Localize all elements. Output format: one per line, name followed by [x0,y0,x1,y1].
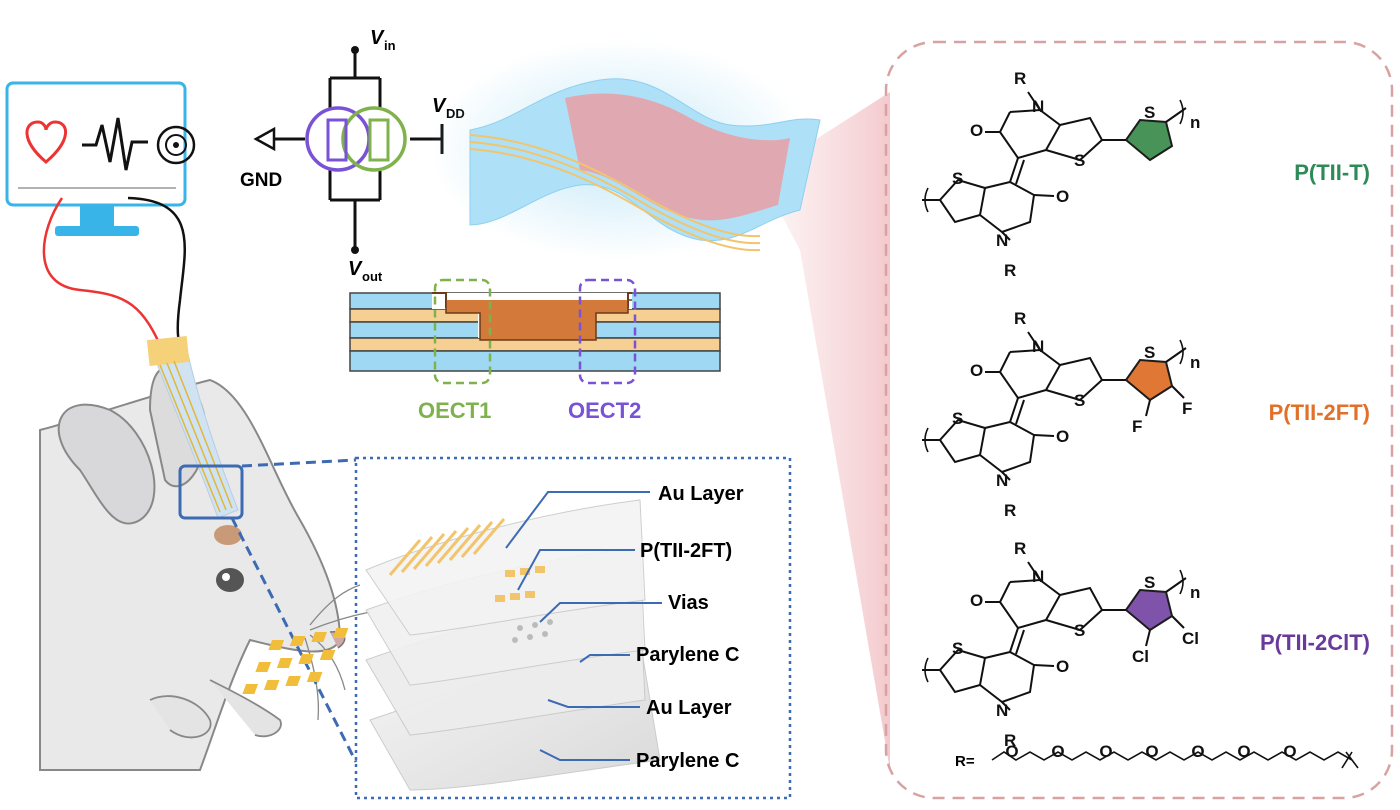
substituent-1: F [1182,399,1192,418]
polymer-name-1: P(TII-T) [1294,160,1370,185]
leader-lines [505,491,662,761]
atom-s-ring: S [1144,343,1155,362]
layer-label-1: Au Layer [658,483,744,505]
layer-label-2: P(TII-2FT) [640,540,732,562]
exploded-view-frame [354,456,792,800]
atom-n-top: N [1032,567,1044,586]
atom-o-bottom: O [1056,187,1069,206]
zoom-box [178,464,244,520]
r-oxygen-7: O [1283,742,1296,761]
vout-label: V [348,258,363,280]
atom-n-bottom: N [996,231,1008,250]
substituent-2: Cl [1132,647,1149,666]
oect1-box [433,278,492,385]
polymer-name-2: P(TII-2FT) [1269,400,1370,425]
atom-n-bottom: N [996,701,1008,720]
ground-arrow [253,126,276,152]
substituent-1: Cl [1182,629,1199,648]
black-cable [127,196,187,346]
r-oxygen-5: O [1191,742,1204,761]
polymer-name-3: P(TII-2ClT) [1260,630,1370,655]
r-group-label: R= [955,753,975,770]
atom-s-bottom: S [952,409,963,428]
atom-o-top: O [970,121,983,140]
atom-n-top: N [1032,97,1044,116]
vin-sub: in [384,38,396,53]
atom-r-top: R [1014,69,1026,88]
r-oxygen-3: O [1099,742,1112,761]
atom-s-ring: S [1144,573,1155,592]
gnd-label: GND [240,170,282,191]
atom-s-top: S [1074,391,1085,410]
atom-s-top: S [1074,621,1085,640]
atom-o-bottom: O [1056,657,1069,676]
layer-label-6: Parylene C [636,750,739,772]
cross-section [349,278,721,385]
atom-r-top: R [1014,539,1026,558]
r-group-chain [991,751,1359,769]
atom-r-top: R [1014,309,1026,328]
r-oxygen-4: O [1145,742,1158,761]
oect2-label: OECT2 [568,398,641,423]
polymer-structures: RNOSSnSONRP(TII-T)RNOSSnSONRFFP(TII-2FT)… [922,69,1370,750]
atom-o-bottom: O [1056,427,1069,446]
oect1-label: OECT1 [418,398,491,423]
oect2-box [578,278,637,385]
circuit-diagram [268,52,444,248]
atom-r-bottom: R [1004,501,1016,520]
target-icon [156,125,196,165]
ecg-waveform [82,117,148,171]
substituent-2: F [1132,417,1142,436]
monitor [5,81,196,236]
vout-sub: out [362,269,383,284]
atom-n-bottom: N [996,471,1008,490]
vin-label: V [370,27,385,49]
heart-icon [25,120,68,164]
polymer-panel [884,40,1394,800]
r-oxygen-6: O [1237,742,1250,761]
atom-s-ring: S [1144,103,1155,122]
layer-label-5: Au Layer [646,697,732,719]
layer-stack [242,499,661,791]
atom-s-top: S [1074,151,1085,170]
atom-s-bottom: S [952,639,963,658]
repeat-n: n [1190,113,1200,132]
r-oxygen-2: O [1051,742,1064,761]
atom-r-bottom: R [1004,261,1016,280]
oect2-symbol [341,106,407,172]
atom-o-top: O [970,591,983,610]
layer-label-4: Parylene C [636,644,739,666]
projection-beam [760,92,890,770]
repeat-n: n [1190,353,1200,372]
layer-label-3: Vias [668,592,709,614]
atom-r-bottom: R [1004,731,1016,750]
atom-o-top: O [970,361,983,380]
atom-n-top: N [1032,337,1044,356]
repeat-n: n [1190,583,1200,602]
r-oxygen-1: O [1005,742,1018,761]
red-cable [42,197,162,346]
atom-s-bottom: S [952,169,963,188]
